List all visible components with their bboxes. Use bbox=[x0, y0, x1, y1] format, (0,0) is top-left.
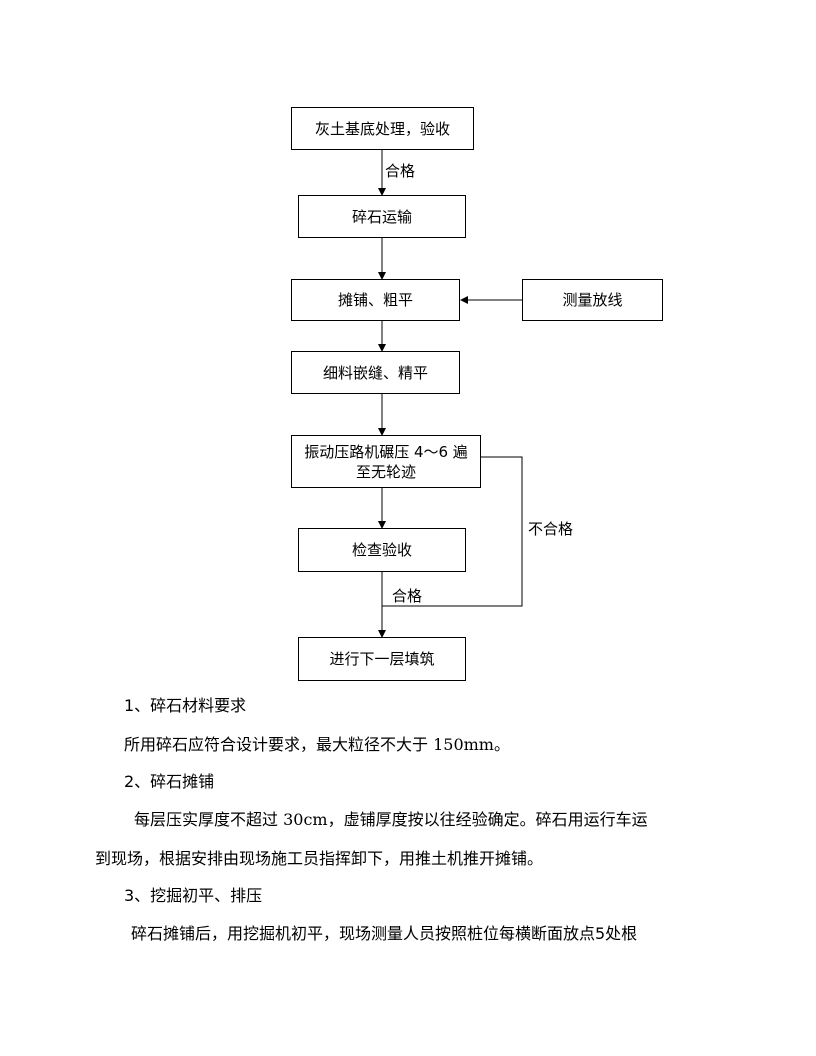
box-spread-text: 摊铺、粗平 bbox=[337, 291, 413, 309]
loop-fail-line bbox=[382, 456, 523, 607]
box-compaction: 振动压路机碾压 4～6 遍 至无轮迹 bbox=[291, 435, 481, 488]
box-compaction-line2: 至无轮迹 bbox=[355, 462, 416, 481]
box-inspection: 检查验收 bbox=[298, 528, 466, 572]
pass-label-bottom: 合格 bbox=[392, 587, 423, 605]
box-inspection-text: 检查验收 bbox=[351, 541, 412, 559]
pass-label-top: 合格 bbox=[385, 162, 416, 180]
box-fine-leveling: 细料嵌缝、精平 bbox=[291, 351, 460, 394]
paragraph-3-line-1: 碎石摊铺后，用挖掘机初平，现场测量人员按照桩位每横断面放点5处根 bbox=[131, 924, 638, 943]
box-transport: 碎石运输 bbox=[298, 195, 466, 238]
paragraph-1: 所用碎石应符合设计要求，最大粒径不大于 150mm。 bbox=[124, 735, 510, 754]
box-base-treatment-text: 灰土基底处理，验收 bbox=[314, 119, 450, 138]
paragraph-2-line-2: 到现场，根据安排由现场施工员指挥卸下，用推土机推开摊铺。 bbox=[95, 849, 544, 868]
box-fine-leveling-text: 细料嵌缝、精平 bbox=[322, 363, 428, 382]
box-next-layer-text: 进行下一层填筑 bbox=[329, 650, 435, 668]
box-survey: 测量放线 bbox=[522, 279, 663, 321]
box-base-treatment: 灰土基底处理，验收 bbox=[291, 107, 474, 150]
heading-3: 3、挖掘初平、排压 bbox=[124, 886, 263, 905]
box-compaction-line1: 振动压路机碾压 4～6 遍 bbox=[304, 442, 468, 461]
box-spread: 摊铺、粗平 bbox=[291, 279, 460, 321]
fail-label: 不合格 bbox=[528, 520, 574, 538]
box-survey-text: 测量放线 bbox=[562, 291, 623, 309]
box-next-layer: 进行下一层填筑 bbox=[298, 637, 466, 681]
paragraph-2-line-1: 每层压实厚度不超过 30cm，虚铺厚度按以往经验确定。碎石用运行车运 bbox=[134, 810, 648, 829]
heading-2: 2、碎石摊铺 bbox=[124, 772, 215, 791]
heading-1: 1、碎石材料要求 bbox=[124, 696, 247, 715]
box-transport-text: 碎石运输 bbox=[351, 207, 412, 226]
